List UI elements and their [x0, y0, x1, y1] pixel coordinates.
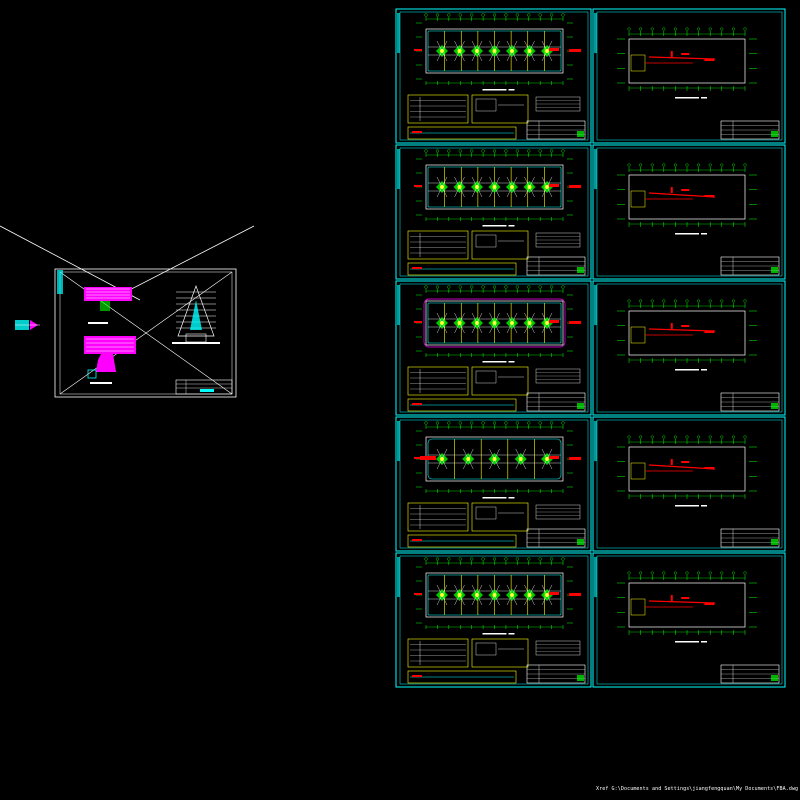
outline-plan-sheet-4[interactable] — [592, 416, 786, 552]
outline-plan-sheet-2[interactable] — [592, 144, 786, 280]
floor-plan-sheet-5[interactable] — [395, 552, 592, 688]
sheet-title-block — [526, 664, 586, 684]
overview-sheet-border — [54, 268, 237, 398]
outline-plan-sheet-5[interactable] — [592, 552, 786, 688]
outline-plan-sheet-1[interactable] — [592, 8, 786, 144]
detached-symbol[interactable] — [15, 320, 40, 330]
floor-plan-sheet-4[interactable] — [395, 416, 592, 552]
floor-plan-sheet-1[interactable] — [395, 8, 592, 144]
riser-diagram-pyramid — [172, 284, 220, 344]
sheet-title-block — [720, 528, 780, 548]
schedule-panels — [407, 502, 529, 548]
sheet-title-block — [720, 664, 780, 684]
outline-plan — [617, 163, 757, 235]
sheet-title-block — [720, 392, 780, 412]
overview-sheet[interactable] — [0, 225, 255, 398]
floor-plan — [414, 285, 581, 363]
sheet-title-block — [720, 120, 780, 140]
right-column-sheets[interactable] — [592, 8, 786, 688]
floor-plan — [414, 13, 581, 91]
riser-diagram-bottom — [84, 336, 136, 384]
overview-title-block — [175, 379, 233, 395]
xref-path-label: Xref G:\Documents and Settings\jiangfeng… — [596, 786, 799, 792]
schedule-panels — [407, 230, 529, 276]
crosshair-line-right — [109, 225, 255, 301]
outline-plan — [617, 435, 757, 507]
sheet-title-block — [526, 256, 586, 276]
outline-plan — [617, 571, 757, 643]
overview-sheet-inner-border — [59, 271, 233, 395]
schedule-panels — [407, 638, 529, 684]
outline-plan — [617, 27, 757, 99]
floor-plan — [414, 557, 581, 635]
floor-plan-sheet-3[interactable] — [395, 280, 592, 416]
floor-plan — [414, 149, 581, 227]
schedule-panels — [407, 94, 529, 140]
left-column-sheets[interactable] — [395, 8, 592, 688]
overview-diagonal-2 — [59, 271, 233, 395]
floor-plan — [414, 421, 581, 499]
sheet-title-block — [720, 256, 780, 276]
sheet-title-block — [526, 392, 586, 412]
outline-plan — [617, 299, 757, 371]
sheet-title-block — [526, 120, 586, 140]
schedule-panels — [407, 366, 529, 412]
overview-side-tab — [57, 270, 63, 294]
riser-diagram-top — [84, 287, 132, 324]
floor-plan-sheet-2[interactable] — [395, 144, 592, 280]
outline-plan-sheet-3[interactable] — [592, 280, 786, 416]
sheet-title-block — [526, 528, 586, 548]
